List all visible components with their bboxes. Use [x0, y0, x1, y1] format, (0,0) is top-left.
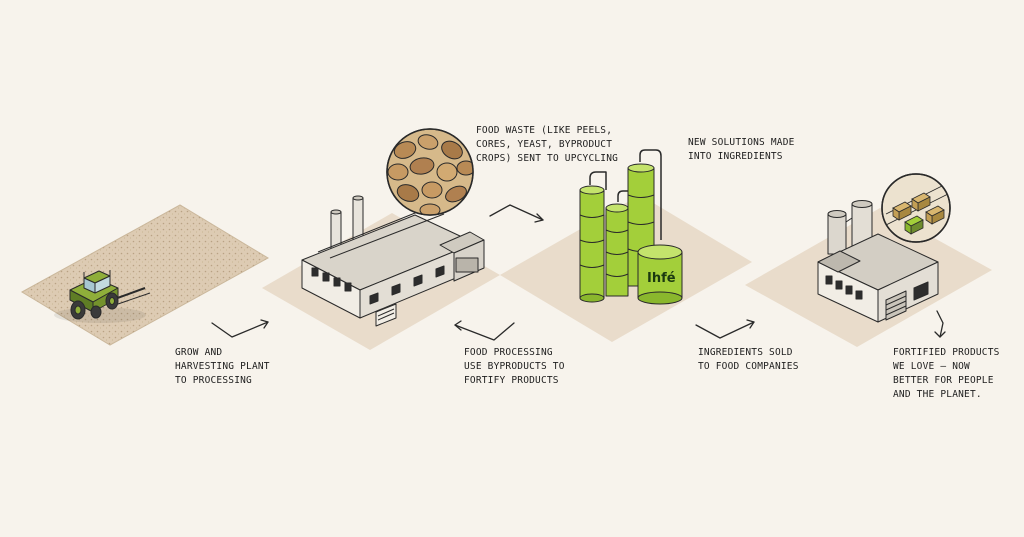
caption-grow-harvest: GROW AND HARVESTING PLANT TO PROCESSING — [175, 346, 270, 388]
caption-line: HARVESTING PLANT — [175, 361, 270, 372]
tank-tower-icon — [579, 149, 683, 305]
caption-line: INGREDIENTS SOLD — [698, 347, 793, 358]
arrow-icon — [934, 310, 946, 338]
caption-line: CROPS) SENT TO UPCYCLING — [476, 153, 619, 164]
factory-icon — [301, 195, 485, 327]
arrow-icon — [695, 319, 755, 339]
caption-line: FORTIFIED PRODUCTS — [893, 347, 1000, 358]
food-waste-icon — [386, 128, 474, 216]
caption-line: INTO INGREDIENTS — [688, 151, 783, 162]
caption-line: TO PROCESSING — [175, 375, 252, 386]
caption-line: BETTER FOR PEOPLE — [893, 375, 994, 386]
caption-line: WE LOVE — NOW — [893, 361, 970, 372]
caption-food-waste: FOOD WASTE (LIKE PEELS, CORES, YEAST, BY… — [476, 124, 618, 166]
caption-line: USE BYPRODUCTS TO — [464, 361, 565, 372]
caption-new-solutions: NEW SOLUTIONS MADE INTO INGREDIENTS — [688, 136, 795, 164]
caption-line: AND THE PLANET. — [893, 389, 982, 400]
caption-line: TO FOOD COMPANIES — [698, 361, 799, 372]
field-tile — [20, 204, 270, 346]
caption-food-processing: FOOD PROCESSING USE BYPRODUCTS TO FORTIF… — [464, 346, 565, 388]
caption-line: FORTIFY PRODUCTS — [464, 375, 559, 386]
ingredient-factory-icon — [817, 200, 939, 323]
tractor-icon — [54, 270, 151, 323]
caption-line: CORES, YEAST, BYPRODUCT — [476, 139, 613, 150]
caption-ingredients-sold: INGREDIENTS SOLD TO FOOD COMPANIES — [698, 346, 799, 374]
tank-brand-label: Ihfé — [647, 271, 676, 286]
caption-line: GROW AND — [175, 347, 223, 358]
caption-fortified-products: FORTIFIED PRODUCTS WE LOVE — NOW BETTER … — [893, 346, 1000, 402]
packaged-products-icon — [881, 173, 951, 243]
caption-line: NEW SOLUTIONS MADE — [688, 137, 795, 148]
arrow-icon — [454, 320, 515, 341]
arrow-icon — [211, 319, 269, 338]
arrow-icon — [489, 204, 544, 223]
caption-line: FOOD PROCESSING — [464, 347, 553, 358]
caption-line: FOOD WASTE (LIKE PEELS, — [476, 125, 613, 136]
